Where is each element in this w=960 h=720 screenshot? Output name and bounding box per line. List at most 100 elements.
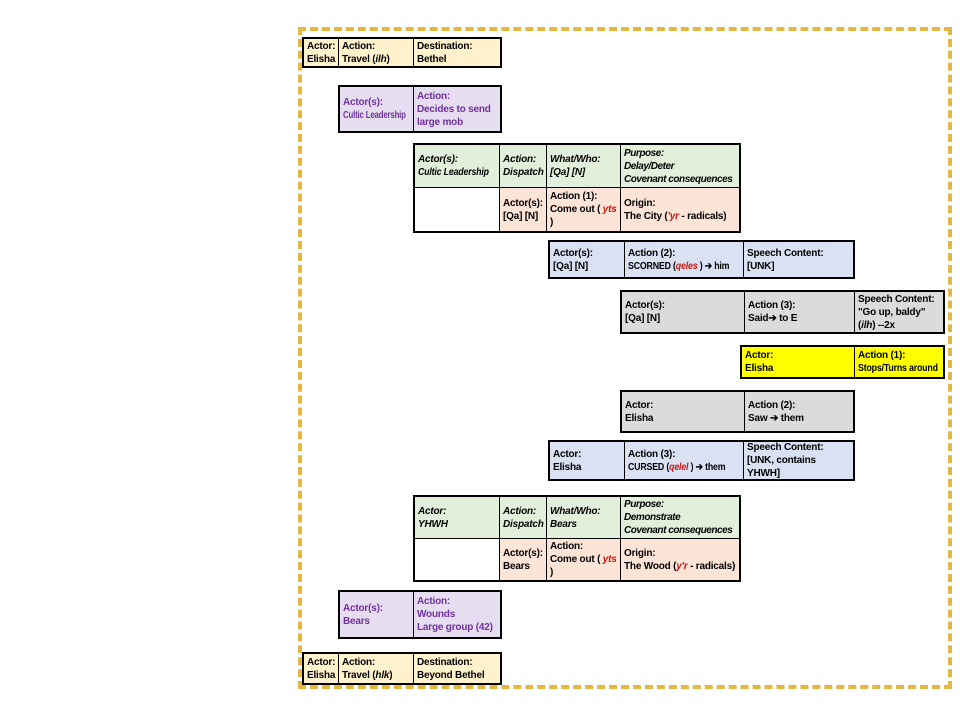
cell-origin: Origin: The City ('yr - radicals) <box>621 188 739 231</box>
cell-label: Action (1): <box>858 350 906 361</box>
cell-label: Action (1): <box>550 191 598 202</box>
cell-value: Cultic Leadership <box>418 167 489 178</box>
cell-destination: Destination: Bethel <box>414 39 500 66</box>
cell-value: Travel (hlk) <box>342 669 410 682</box>
cell-speech-content: Speech Content: "Go up, baldy" (ilh) --2… <box>855 292 943 332</box>
event-table-dispatch-mob: Actor(s): Cultic Leadership Action: Disp… <box>413 143 741 233</box>
text-segment: ) ➔ him <box>697 260 730 272</box>
dispatch-sub-row: Actor(s): [Qa] [N] Action (1): Come out … <box>415 188 739 231</box>
text-segment: ) --2x <box>872 319 895 331</box>
hebrew-term: qeles <box>675 260 698 272</box>
cell-action: Action (1): Stops/Turns around <box>855 347 943 377</box>
cell-quote: "Go up, baldy" <box>858 306 926 318</box>
text-segment: SCORNED ( <box>628 260 676 272</box>
text-segment: ( <box>858 319 862 331</box>
cell-label: Action (2): <box>628 247 676 259</box>
cell-label: Action: <box>550 541 584 552</box>
cell-label: Actor(s): <box>343 97 383 108</box>
cell-destination: Destination: Beyond Bethel <box>414 654 500 683</box>
cell-actor: Actor: Elisha <box>550 442 625 479</box>
cell-action: Action (2): Saw ➔ them <box>745 392 853 431</box>
hebrew-term: ilh <box>861 319 873 331</box>
event-box-travel-to-bethel: Actor: Elisha Action: Travel (ilh) Desti… <box>302 37 502 68</box>
cell-actor: Actor(s): Bears <box>500 539 547 580</box>
cell-action: Action (3): Said➔ to E <box>745 292 855 332</box>
cell-actor: Actor: Elisha <box>304 39 339 66</box>
cell-speech-content: Speech Content: [UNK] <box>744 242 853 277</box>
text-segment: - radicals) <box>687 560 736 572</box>
cell-action: Action: Decides to send large mob <box>414 87 500 131</box>
text-segment: The City ( <box>624 210 668 222</box>
dispatch-sub-row: Actor(s): Bears Action: Come out ( yts )… <box>415 539 739 580</box>
cell-label: Origin: <box>624 197 656 209</box>
hebrew-term: yts <box>602 204 617 215</box>
text-segment: ) <box>386 53 390 65</box>
cell-value: Travel (ilh) <box>342 53 410 66</box>
hebrew-term: yts <box>602 554 617 565</box>
text-segment: ) <box>550 567 554 578</box>
text-segment: Travel ( <box>342 53 376 65</box>
cell-label: Action: <box>342 656 376 668</box>
text-segment: ) ➔ them <box>688 461 726 473</box>
cell-speech-content: Speech Content: [UNK, contains YHWH] <box>744 442 853 479</box>
cell-purpose: Purpose: Demonstrate Covenant consequenc… <box>621 497 739 538</box>
text-segment: CURSED ( <box>628 461 670 473</box>
cell-value: (ilh) --2x <box>858 319 940 332</box>
cell-what-who: What/Who: Bears <box>547 497 621 538</box>
cell-action: Action: Come out ( yts ) <box>547 539 621 580</box>
text-segment: Travel ( <box>342 669 376 681</box>
dashed-frame-border <box>298 27 952 689</box>
cell-actor: Actor: YHWH <box>415 497 500 538</box>
cell-value: Come out ( yts ) <box>550 553 617 579</box>
cell-action: Action (2): SCORNED (qeles ) ➔ him <box>625 242 744 277</box>
event-box-bears-wound: Actor(s): Bears Action: Wounds Large gro… <box>338 590 502 639</box>
cell-label: Actor(s): <box>418 154 458 165</box>
cell-origin: Origin: The Wood (y'r - radicals) <box>621 539 739 580</box>
cell-action: Action: Dispatch <box>500 497 547 538</box>
event-box-said-go-up: Actor(s): [Qa] [N] Action (3): Said➔ to … <box>620 290 945 334</box>
cell-actor: Actor(s): [Qa] [N] <box>500 188 547 231</box>
cell-blank <box>415 188 500 231</box>
event-box-travel-beyond-bethel: Actor: Elisha Action: Travel (hlk) Desti… <box>302 652 502 685</box>
hebrew-term: qelel <box>669 461 689 473</box>
cell-value: The Wood (y'r - radicals) <box>624 560 736 573</box>
cell-action: Action: Wounds Large group (42) <box>414 592 500 637</box>
cell-actor: Actor(s): Bears <box>340 592 414 637</box>
dispatch-header-row: Actor(s): Cultic Leadership Action: Disp… <box>415 145 739 188</box>
cell-actor: Actor(s): [Qa] [N] <box>550 242 625 277</box>
cell-action: Action: Travel (ilh) <box>339 39 414 66</box>
hebrew-term: hlk <box>375 669 390 681</box>
cell-action: Action: Travel (hlk) <box>339 654 414 683</box>
event-table-dispatch-bears: Actor: YHWH Action: Dispatch What/Who: B… <box>413 495 741 582</box>
text-segment: Come out ( <box>550 204 603 215</box>
event-box-mob-decision: Actor(s): Cultic Leadership Action: Deci… <box>338 85 502 133</box>
event-box-elisha-saw: Actor: Elisha Action (2): Saw ➔ them <box>620 390 855 433</box>
text-segment: ) <box>389 669 393 681</box>
text-segment: The Wood ( <box>624 560 677 572</box>
cell-value: SCORNED (qeles ) ➔ him <box>628 260 730 273</box>
cell-value: CURSED (qelel ) ➔ them <box>628 461 727 474</box>
event-box-elisha-stops: Actor: Elisha Action (1): Stops/Turns ar… <box>740 345 945 379</box>
event-box-elisha-cursed: Actor: Elisha Action (3): CURSED (qelel … <box>548 440 855 481</box>
text-segment: Come out ( <box>550 554 603 565</box>
cell-value: The City ('yr - radicals) <box>624 210 736 223</box>
cell-action: Action (1): Come out ( yts ) <box>547 188 621 231</box>
cell-purpose: Purpose: Delay/Deter Covenant consequenc… <box>621 145 739 187</box>
event-box-scorned: Actor(s): [Qa] [N] Action (2): SCORNED (… <box>548 240 855 279</box>
cell-label: Action (3): <box>628 448 676 460</box>
cell-action: Action: Dispatch <box>500 145 547 187</box>
text-segment: ) <box>550 217 554 228</box>
hebrew-term: ilh <box>375 53 387 65</box>
cell-actor: Actor(s): Cultic Leadership <box>415 145 500 187</box>
text-segment: - radicals) <box>678 210 727 222</box>
cell-value: Come out ( yts ) <box>550 203 617 229</box>
hebrew-term: y'r <box>676 560 688 572</box>
cell-actor: Actor: Elisha <box>622 392 745 431</box>
cell-actor: Actor: Elisha <box>304 654 339 683</box>
cell-value: Stops/Turns around <box>858 363 938 374</box>
hebrew-term: 'yr <box>667 210 679 222</box>
cell-action: Action (3): CURSED (qelel ) ➔ them <box>625 442 744 479</box>
cell-label: Origin: <box>624 547 656 559</box>
cell-value: Cultic Leadership <box>343 110 406 121</box>
